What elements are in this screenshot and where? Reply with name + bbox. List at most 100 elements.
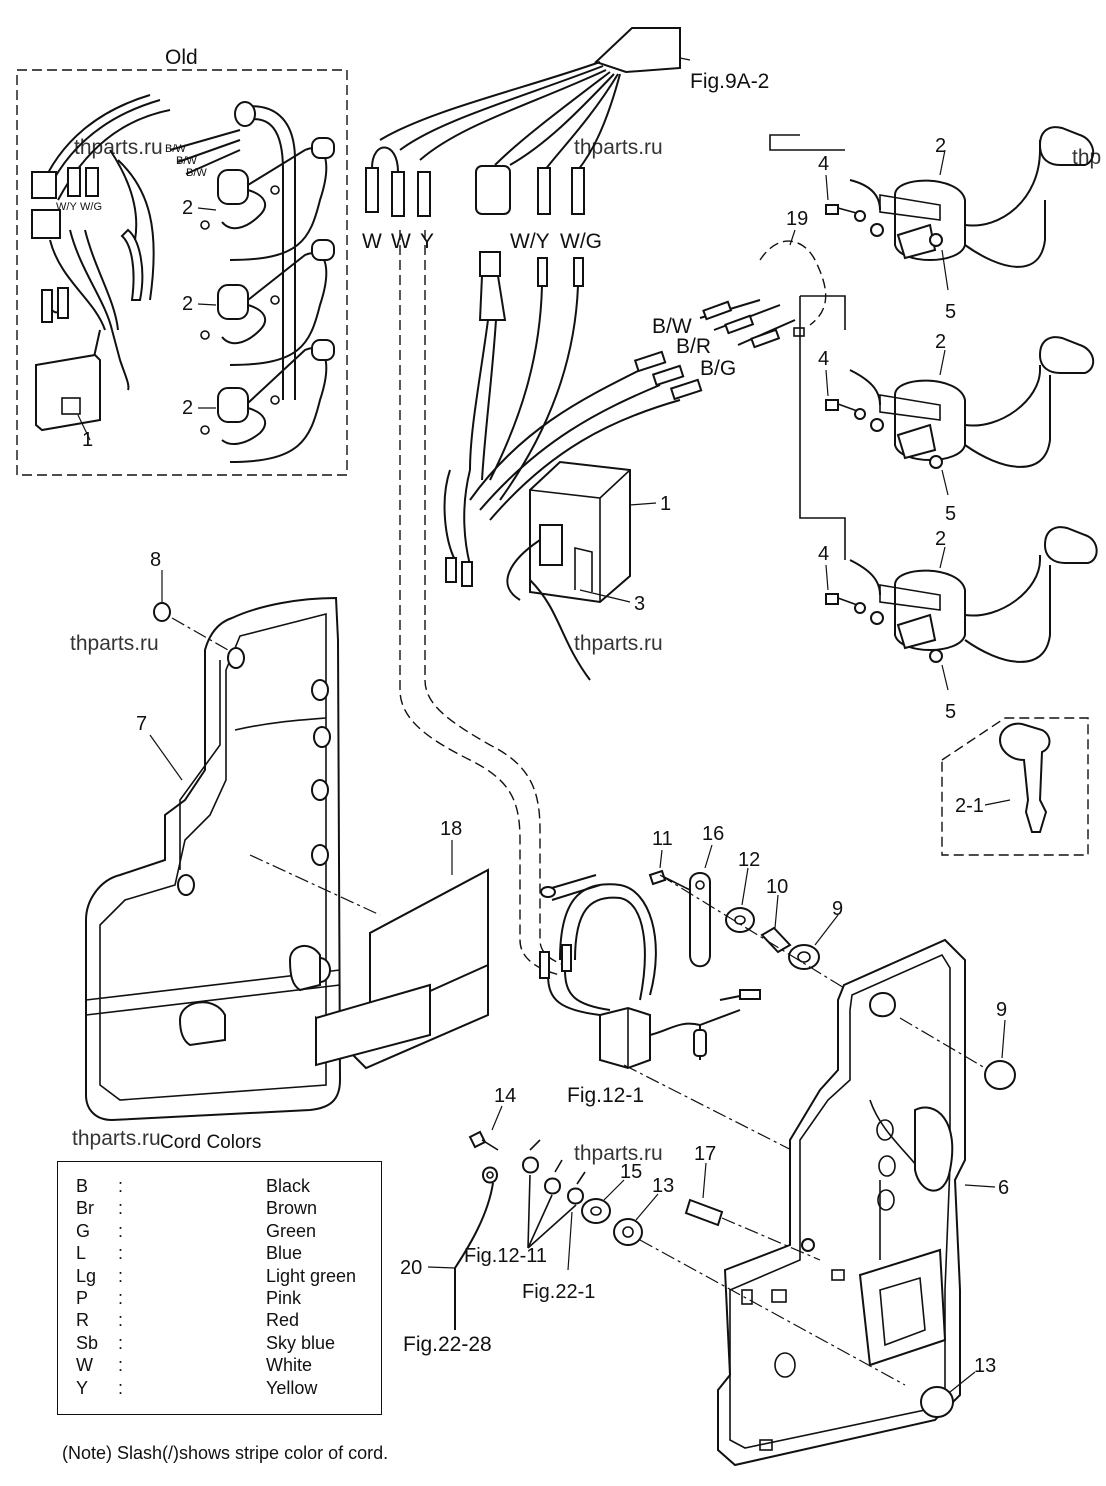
legend-code: L [76, 1243, 87, 1264]
legend-row: R:Red [58, 1310, 383, 1332]
base-plate: 6 [717, 938, 1009, 1467]
fig-ref-12-1: Fig.12-1 [567, 1084, 644, 1107]
callout-2-1: 2-1 [955, 795, 984, 817]
watermark-text: thparts.ru [574, 632, 663, 655]
legend-color-name: Blue [266, 1243, 303, 1264]
bolt [825, 204, 884, 237]
cdi-unit: 1 3 [506, 460, 671, 681]
old-parts-box: Old 1 B/W B/W B/W W/Y W/G [16, 46, 348, 476]
old-wire-label-bw-1: B/W [165, 143, 186, 155]
ignition-coil [849, 126, 1095, 268]
legend-row: Y: Yellow [58, 1378, 383, 1400]
legend-separator: : [118, 1243, 124, 1264]
callout-old-2c: 2 [182, 397, 193, 419]
grommet-9: 9 [899, 999, 1016, 1090]
wire-label-wy: W/Y [510, 230, 550, 253]
ignition-coil [849, 336, 1095, 469]
legend-separator: : [118, 1265, 124, 1286]
bolt [825, 399, 884, 432]
legend-color-name: Black [266, 1176, 311, 1196]
old-ignition-coil [200, 339, 335, 463]
callout-4b: 4 [818, 348, 829, 370]
callout-2b: 2 [935, 331, 946, 353]
wire-label-w-2: W [391, 230, 411, 253]
legend-color-name: Green [266, 1220, 317, 1241]
callout-5c: 5 [945, 701, 956, 723]
legend-separator: : [118, 1377, 124, 1398]
callout-19: 19 [786, 208, 808, 230]
bolt-8: 8 [150, 549, 229, 651]
legend-code: P [76, 1288, 89, 1308]
callout-10: 10 [766, 876, 788, 898]
callout-13b: 13 [974, 1355, 996, 1377]
pulser-module: Fig.12-1 [539, 874, 881, 1196]
callout-14: 14 [494, 1085, 516, 1107]
legend-separator: : [118, 1288, 124, 1308]
old-ignition-coil [200, 137, 335, 261]
label-18: 18 [249, 818, 489, 1070]
hardware-stack: 11 16 12 10 9 [648, 823, 881, 1011]
legend-code: Sb [76, 1332, 99, 1353]
callout-17: 17 [694, 1143, 716, 1165]
note-text: (Note) Slash(/)shows stripe color of cor… [62, 1443, 389, 1463]
wire-label-wg: W/G [560, 230, 602, 253]
bw-br-bg-wires: B/W B/R B/G 19 [652, 208, 827, 380]
callout-16: 16 [702, 823, 724, 845]
legend-code: Br [76, 1198, 94, 1219]
callout-3: 3 [634, 593, 645, 615]
legend-separator: : [118, 1176, 124, 1196]
watermark-text: thparts.ru [574, 136, 663, 159]
wire-label-bg: B/G [700, 357, 736, 380]
legend-code: W [76, 1355, 93, 1376]
legend-code: Y [76, 1377, 89, 1398]
callout-12: 12 [738, 849, 760, 871]
old-wire-label-wg: W/G [80, 201, 102, 213]
callout-20: 20 [400, 1257, 422, 1279]
legend-row: P: Pink [58, 1288, 383, 1310]
legend-row: Sb:Sky blue [58, 1333, 383, 1355]
main-harness: Fig.9A-2 W W Y W/Y W/G [362, 27, 769, 587]
spark-plug-cap-box: 2-1 [941, 717, 1089, 856]
wire-label-w-1: W [362, 230, 382, 253]
callout-9a: 9 [832, 898, 843, 920]
wire-label-bw: B/W [652, 315, 692, 338]
legend-color-name: Pink [266, 1288, 302, 1308]
watermark-text: thparts.ru [72, 1127, 161, 1150]
callout-8: 8 [150, 549, 161, 571]
legend-title: Cord Colors [160, 1132, 262, 1153]
old-box-title: Old [165, 46, 198, 69]
legend-code: R [76, 1310, 89, 1331]
callout-6: 6 [998, 1177, 1009, 1199]
legend-row: Br:Brown [58, 1198, 383, 1220]
callout-old-2b: 2 [182, 293, 193, 315]
watermark-text: thparts.ru [574, 1142, 663, 1165]
fig-ref-12-11: Fig.12-11 [464, 1245, 547, 1267]
legend-code: B [76, 1176, 89, 1196]
lower-hardware: 14 20 Fig.12-11 Fig.22-1 Fig.22-28 15 13… [400, 1085, 996, 1418]
wire-label-y: Y [420, 230, 434, 253]
legend-separator: : [118, 1220, 124, 1241]
callout-5a: 5 [945, 301, 956, 323]
ignition-coil [849, 526, 1098, 663]
old-ignition-coil [200, 239, 335, 366]
callout-5b: 5 [945, 503, 956, 525]
watermarks: thparts.ru thparts.ru thp thparts.ru thp… [70, 136, 1101, 1165]
legend-code: G [76, 1220, 91, 1241]
legend-color-name: Yellow [266, 1377, 318, 1398]
watermark-text: thparts.ru [70, 632, 159, 655]
old-wire-label-bw-3: B/W [186, 167, 207, 179]
old-wire-label-bw-2: B/W [176, 155, 197, 167]
legend-separator: : [118, 1355, 124, 1376]
legend-code: Lg [76, 1265, 97, 1286]
legend-row: W:White [58, 1355, 383, 1377]
callout-15: 15 [620, 1161, 642, 1183]
wire-label-br: B/R [676, 335, 711, 358]
legend-color-name: Red [266, 1310, 300, 1331]
callout-11: 11 [652, 828, 673, 850]
legend-color-name: Brown [266, 1198, 318, 1219]
watermark-text: thp [1072, 146, 1101, 169]
bolt [825, 593, 884, 625]
callout-cdi-1: 1 [660, 493, 671, 515]
